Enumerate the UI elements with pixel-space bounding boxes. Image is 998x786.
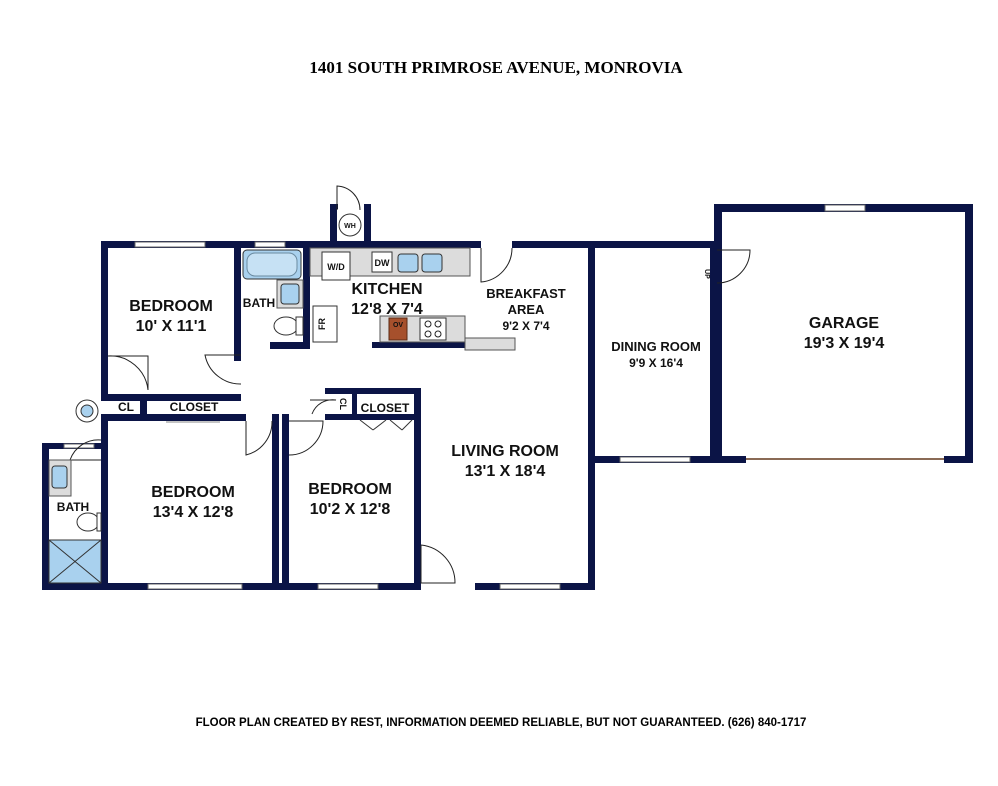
bath-north-name: BATH [243,296,275,310]
bedroom-sw-dims: 13'4 X 12'8 [153,504,234,521]
dining-name: DINING ROOM [611,339,701,354]
bedroom-s-name: BEDROOM [308,481,392,498]
garage-name: GARAGE [809,315,880,332]
room-bedroom-s: BEDROOM 10'2 X 12'8 [308,481,392,518]
bedroom-sw-name: BEDROOM [151,484,235,501]
ov-label: OV [393,322,403,329]
doors [69,185,751,584]
living-dims: 13'1 X 18'4 [465,463,546,480]
bath-west-name: BATH [57,500,89,514]
plan-footer: FLOOR PLAN CREATED BY REST, INFORMATION … [196,717,807,729]
wh-label: WH [344,223,356,230]
walls [42,204,973,590]
fixtures [48,213,516,584]
breakfast-dims: 9'2 X 7'4 [502,319,549,333]
wd-label: W/D [327,262,345,272]
room-bedroom-nw: BEDROOM 10' X 11'1 [129,298,213,335]
room-bedroom-sw: BEDROOM 13'4 X 12'8 [151,484,235,521]
breakfast-name-2: AREA [508,302,545,317]
closet-left-label: CLOSET [170,400,219,414]
garage-dims: 19'3 X 19'4 [804,335,885,352]
living-name: LIVING ROOM [451,443,559,460]
bedroom-nw-dims: 10' X 11'1 [136,318,207,335]
windows [63,204,944,590]
room-living: LIVING ROOM 13'1 X 18'4 [451,443,559,480]
kitchen-name: KITCHEN [351,281,422,298]
closet-mid-label: CLOSET [361,401,410,415]
room-breakfast: BREAKFAST AREA 9'2 X 7'4 [486,286,566,333]
dining-dims: 9'9 X 16'4 [629,356,683,370]
dw-label: DW [375,258,390,268]
room-kitchen: KITCHEN 12'8 X 7'4 [351,281,423,318]
plan-title: 1401 SOUTH PRIMROSE AVENUE, MONROVIA [309,58,683,77]
room-dining: DINING ROOM 9'9 X 16'4 [611,339,701,370]
cl-left-label: CL [118,400,134,414]
bedroom-s-dims: 10'2 X 12'8 [310,501,391,518]
room-garage: GARAGE 19'3 X 19'4 [804,315,885,352]
up-label: UP [703,269,710,279]
fr-label: FR [317,318,327,330]
bedroom-nw-name: BEDROOM [129,298,213,315]
breakfast-name-1: BREAKFAST [486,286,566,301]
cl-mid-label: CL [338,398,348,410]
kitchen-dims: 12'8 X 7'4 [351,301,423,318]
